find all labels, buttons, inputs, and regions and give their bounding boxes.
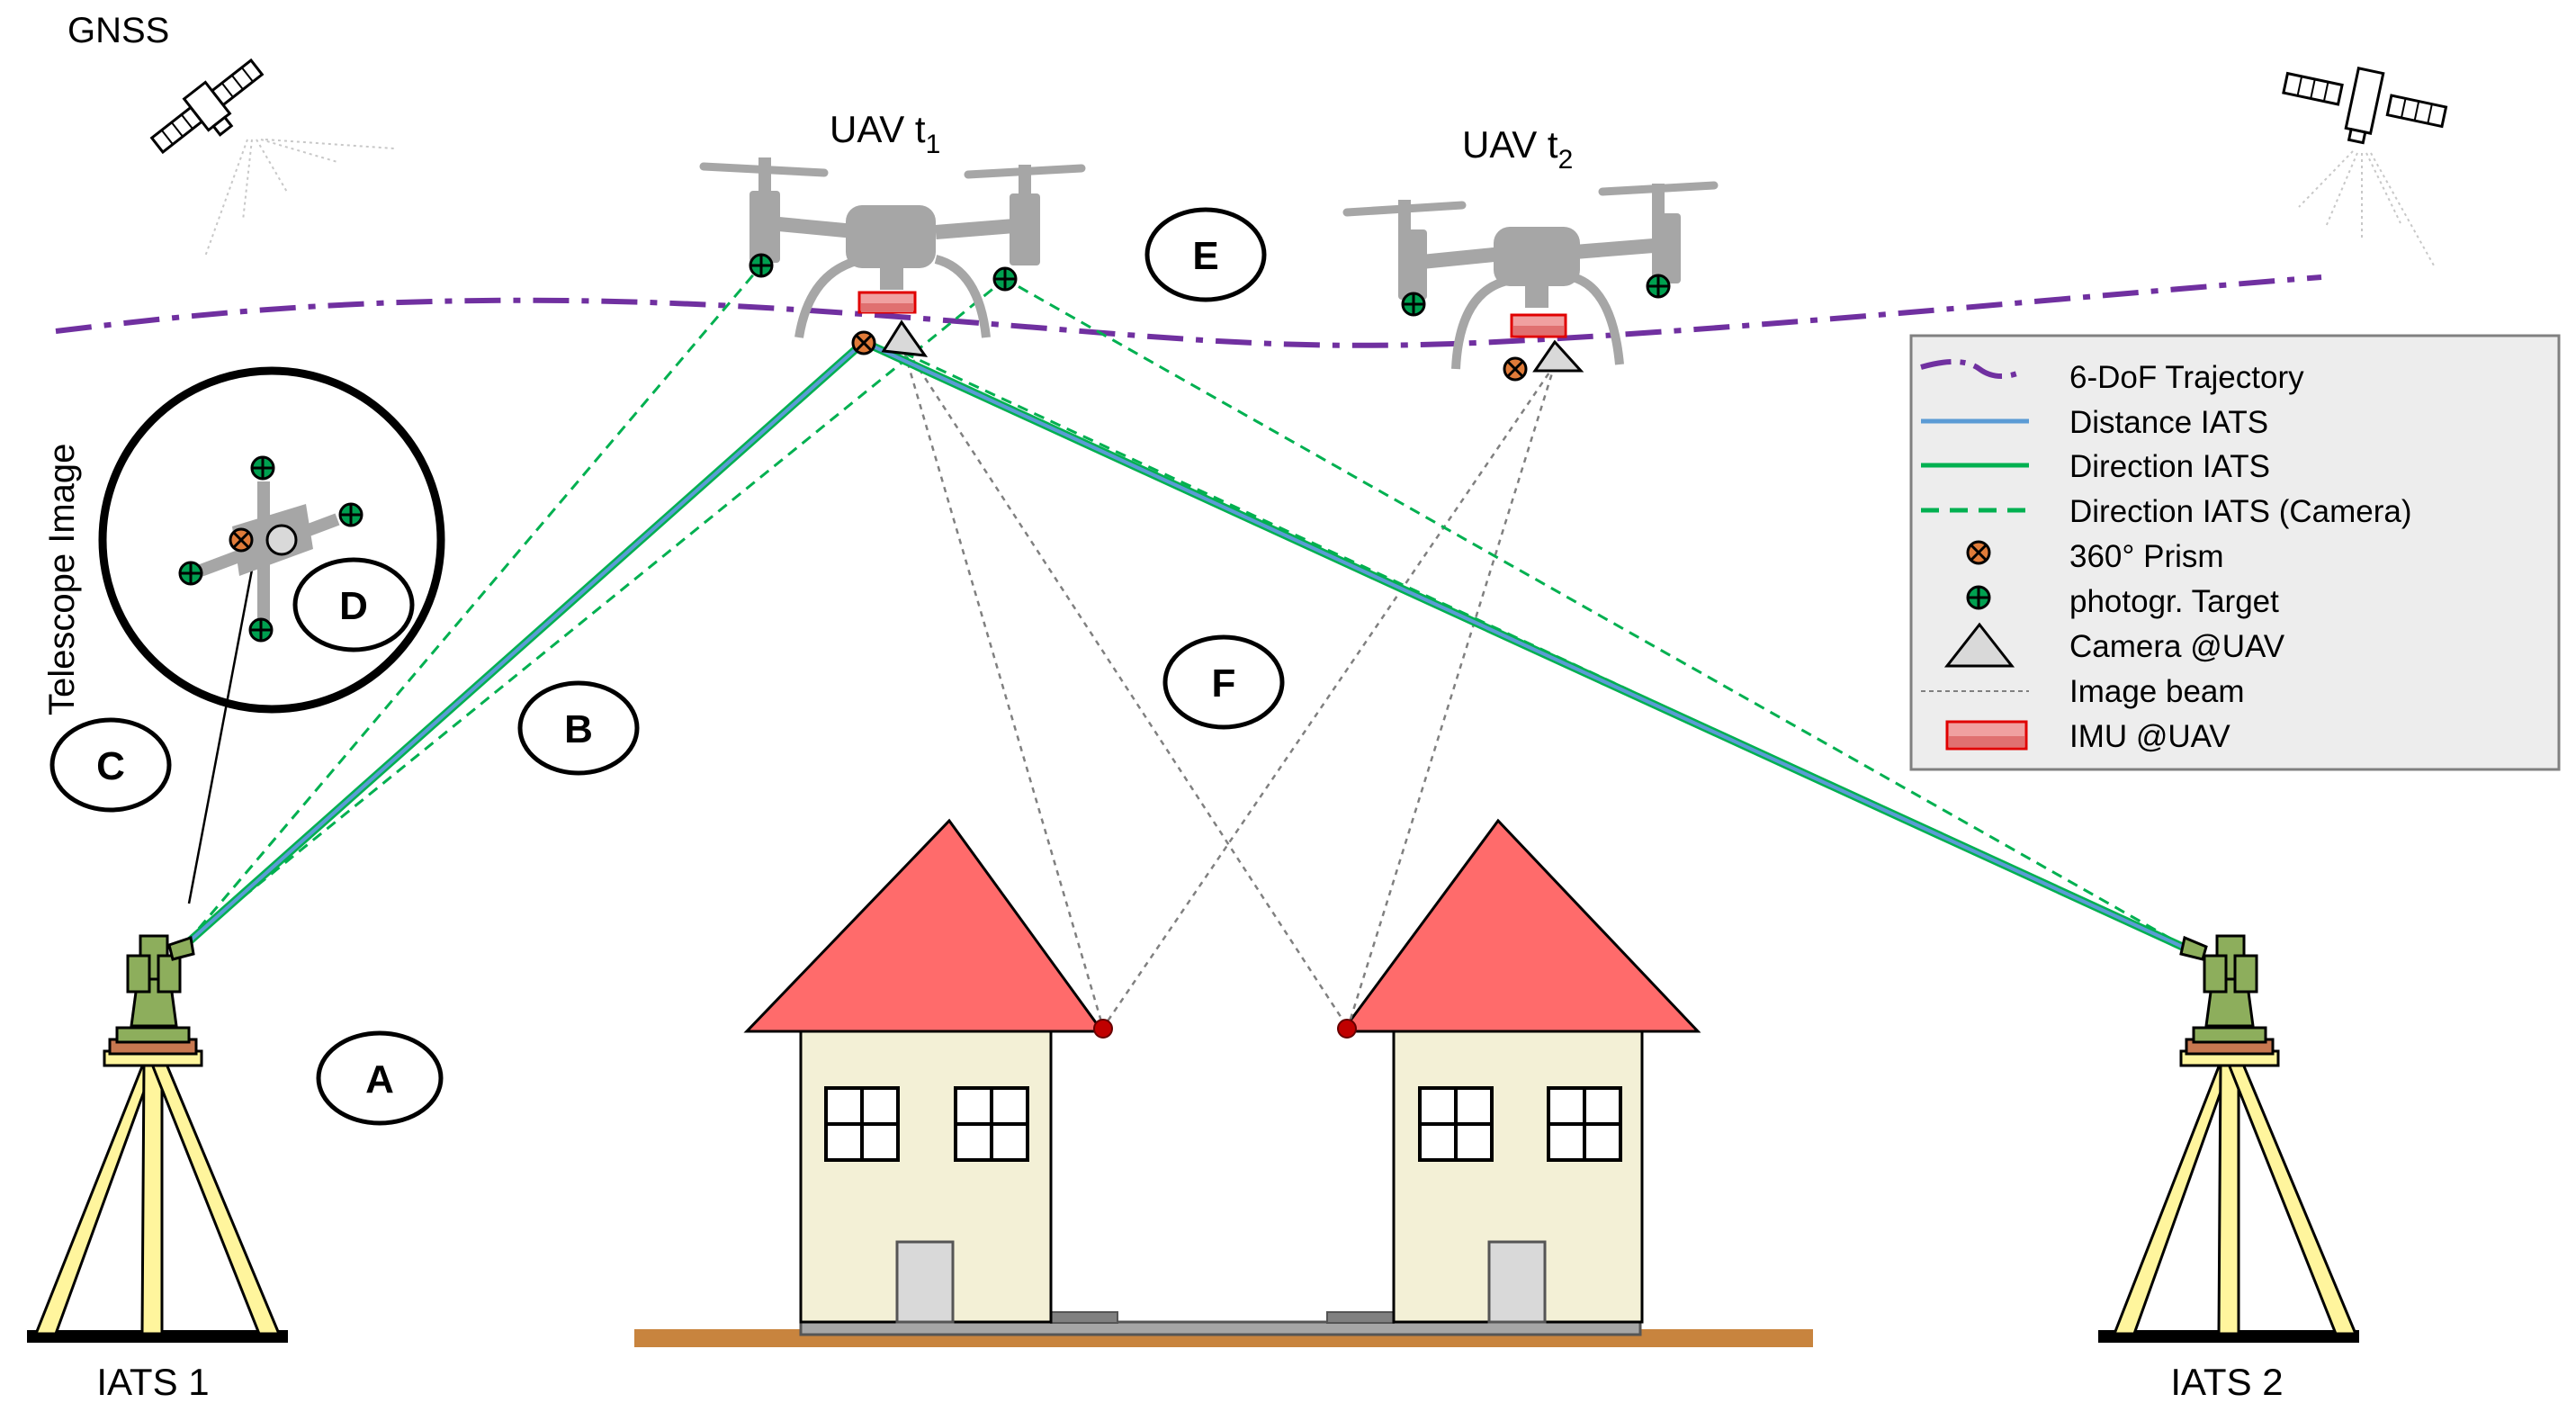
circle-label-a: A — [316, 1030, 444, 1126]
trajectory-line — [55, 274, 2322, 348]
direction-camera-lines — [185, 265, 2204, 958]
svg-text:D: D — [339, 584, 368, 628]
gnss-signal-right — [2298, 150, 2435, 266]
svg-text:E: E — [1192, 234, 1218, 278]
circle-label-c: C — [49, 717, 172, 813]
legend-symbol-trajectory — [1920, 358, 2026, 379]
gnss-satellite-right — [2282, 67, 2448, 145]
roof-point-right — [1337, 1019, 1357, 1039]
house-left — [743, 818, 1105, 1324]
legend-symbol-camera — [1943, 622, 2015, 668]
iats2-label: IATS 2 — [2170, 1361, 2283, 1403]
house-right — [1340, 818, 1701, 1324]
legend-text-trajectory: 6-DoF Trajectory — [2069, 360, 2304, 395]
iats2-instrument — [2098, 934, 2359, 1343]
legend: 6-DoF Trajectory Distance IATS Direction… — [1909, 334, 2561, 771]
uav-t1-label: UAV t1 — [830, 108, 940, 159]
legend-text-distance: Distance IATS — [2069, 405, 2268, 440]
telescope-image-label: Telescope Image — [42, 444, 82, 715]
legend-symbol-target — [1966, 585, 1991, 610]
circle-label-f: F — [1162, 634, 1285, 730]
legend-text-direction: Direction IATS — [2069, 449, 2270, 484]
iats1-label: IATS 1 — [96, 1361, 209, 1403]
circle-label-e: E — [1144, 207, 1267, 302]
circle-label-d: D — [292, 557, 415, 652]
legend-text-prism: 360° Prism — [2069, 539, 2224, 574]
svg-text:A: A — [365, 1057, 394, 1102]
svg-text:B: B — [564, 707, 593, 751]
image-beams — [900, 341, 1557, 1029]
gnss-label: GNSS — [67, 11, 169, 50]
distance-direction-lines — [184, 338, 2200, 958]
legend-text-imu: IMU @UAV — [2069, 719, 2230, 754]
svg-text:F: F — [1212, 661, 1236, 706]
uav-t2-label: UAV t2 — [1462, 123, 1573, 175]
circle-label-b: B — [517, 680, 640, 776]
iats1-instrument — [27, 934, 288, 1343]
svg-text:C: C — [96, 744, 125, 788]
legend-symbol-imu — [1945, 720, 2028, 751]
legend-text-direction-camera: Direction IATS (Camera) — [2069, 494, 2412, 529]
roof-point-left — [1093, 1019, 1113, 1039]
legend-text-target: photogr. Target — [2069, 584, 2279, 619]
legend-symbol-prism — [1966, 540, 1991, 565]
gnss-signal-left — [204, 139, 395, 257]
legend-text-camera: Camera @UAV — [2069, 629, 2285, 664]
uav-t2 — [1342, 181, 1719, 382]
uav-t1 — [699, 157, 1086, 357]
ground — [634, 1311, 1813, 1347]
gnss-satellite-left — [149, 58, 265, 155]
legend-text-image-beam: Image beam — [2069, 674, 2245, 709]
